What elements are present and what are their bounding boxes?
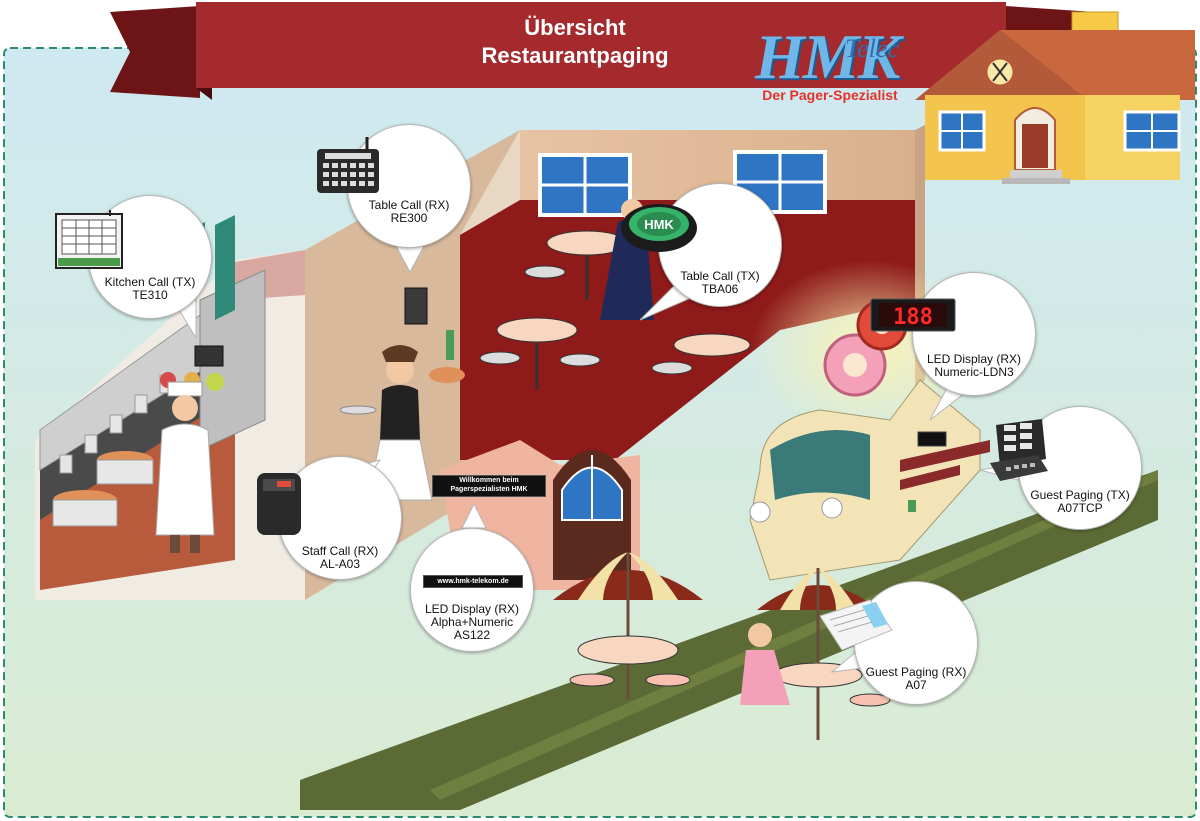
outdoor-grass [300, 470, 1158, 810]
title-banner [110, 2, 1095, 100]
table-call-tx-label: Table Call (TX) TBA06 [663, 270, 777, 296]
device-brand-text: HMK [644, 217, 674, 232]
logo-main-text: HMK [755, 21, 900, 92]
kitchen-call-device-icon [55, 210, 123, 269]
chef-figure [155, 381, 215, 553]
guest-paging-rx-label: Guest Paging (RX) A07 [859, 666, 973, 692]
title-line-2: Restaurantpaging [481, 43, 669, 68]
kitchen-call-model: TE310 [132, 288, 168, 302]
table-call-tx-model: TBA06 [701, 282, 739, 296]
guest-paging-tx-device-icon [990, 419, 1048, 481]
led-numeric-device-icon: 188 [870, 298, 956, 332]
led-numeric-type: LED Display (RX) [926, 352, 1022, 366]
bubble-kitchen-call: Kitchen Call (TX) TE310 [55, 195, 212, 319]
led-alpha-model: AS122 [453, 628, 491, 642]
bubble-led-alpha: www.hmk-telekom.de LED Display (RX) Alph… [410, 528, 534, 652]
led-alpha-label: LED Display (RX) Alpha+Numeric AS122 [415, 603, 529, 642]
food-truck [749, 260, 990, 581]
outdoor-seating [553, 552, 891, 740]
guest-paging-rx-type: Guest Paging (RX) [865, 665, 967, 679]
led-alpha-type: LED Display (RX) [424, 602, 520, 616]
guest-paging-tx-type: Guest Paging (TX) [1030, 488, 1130, 502]
led-numeric-model: Numeric-LDN3 [934, 365, 1014, 379]
bubble-table-call-rx: Table Call (RX) RE300 [317, 124, 471, 248]
guest-paging-rx-device-icon [819, 599, 893, 651]
bubble-staff-call: Staff Call (RX) AL-A03 [257, 456, 402, 580]
bubble-guest-paging-rx: Guest Paging (RX) A07 [819, 581, 978, 705]
bubble-guest-paging-tx: Guest Paging (TX) A07TCP [990, 406, 1142, 530]
welcome-ticker: Willkommen beim Pagerspezialisten HMK [432, 475, 546, 497]
house-illustration [915, 11, 1195, 184]
table-call-rx-model: RE300 [390, 211, 428, 225]
guest-paging-rx-model: A07 [905, 678, 927, 692]
table-call-tx-type: Table Call (TX) [680, 269, 760, 283]
bubble-led-numeric: 188 LED Display (RX) Numeric-LDN3 [870, 272, 1036, 396]
led-alpha-subtype: Alpha+Numeric [430, 615, 514, 629]
table-call-rx-label: Table Call (RX) RE300 [352, 199, 466, 225]
hmk-logo[interactable]: HMK Telec Der Pager-Spezialist [735, 14, 925, 106]
staff-call-type: Staff Call (RX) [301, 544, 379, 558]
led-digits: 188 [893, 305, 933, 330]
wall-pager [404, 287, 428, 325]
guest-paging-tx-label: Guest Paging (TX) A07TCP [1023, 489, 1137, 515]
table-call-rx-device-icon [317, 137, 379, 193]
kitchen-call-type: Kitchen Call (TX) [104, 275, 196, 289]
staff-call-label: Staff Call (RX) AL-A03 [283, 545, 397, 571]
table-call-tx-device-icon: HMK [621, 204, 697, 252]
staff-call-device-icon [257, 473, 301, 535]
dining-room [440, 125, 925, 590]
logo-tagline: Der Pager-Spezialist [762, 87, 898, 103]
staff-call-model: AL-A03 [319, 557, 361, 571]
led-numeric-label: LED Display (RX) Numeric-LDN3 [917, 353, 1031, 379]
kitchen-call-label: Kitchen Call (TX) TE310 [93, 276, 207, 302]
ticker-line-1: Willkommen beim [459, 477, 519, 484]
title-line-1: Übersicht [524, 15, 626, 40]
page-title: Übersicht Restaurantpaging [380, 14, 770, 70]
bubble-table-call-tx: HMK Table Call (TX) TBA06 [621, 183, 782, 307]
logo-sub-text: Telec [845, 34, 899, 63]
guest-paging-tx-model: A07TCP [1057, 501, 1103, 515]
waiter-figure [339, 330, 465, 501]
table-call-rx-type: Table Call (RX) [368, 198, 450, 212]
website-ticker: www.hmk-telekom.de [423, 575, 523, 588]
ticker-line-2: Pagerspezialisten HMK [450, 486, 528, 493]
